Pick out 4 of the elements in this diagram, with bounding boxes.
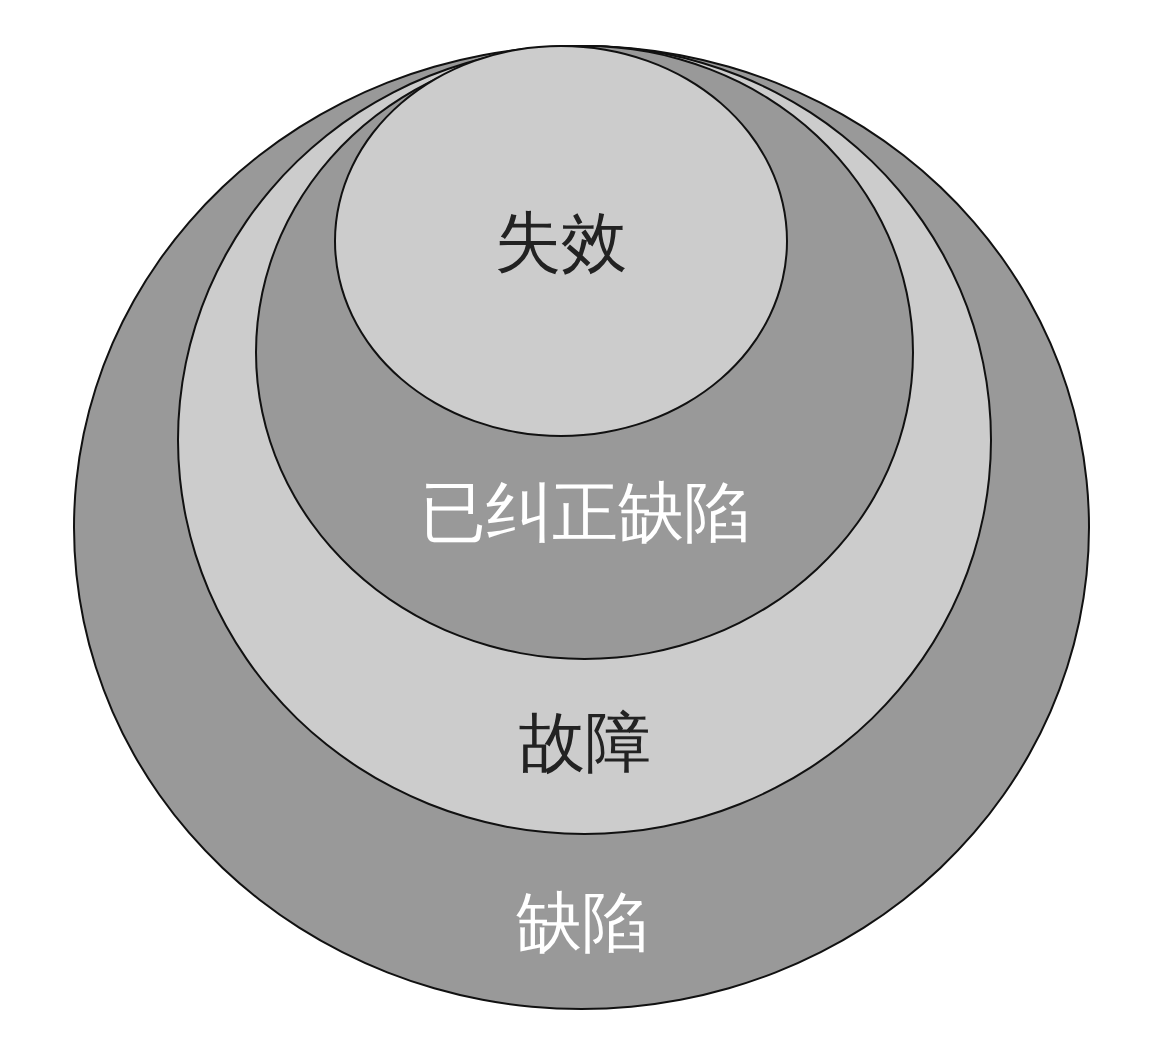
region-label: 已纠正缺陷 — [418, 480, 751, 546]
region-label: 缺陷 — [514, 890, 649, 956]
region-label: 故障 — [517, 710, 652, 776]
region-label: 失效 — [494, 210, 628, 276]
